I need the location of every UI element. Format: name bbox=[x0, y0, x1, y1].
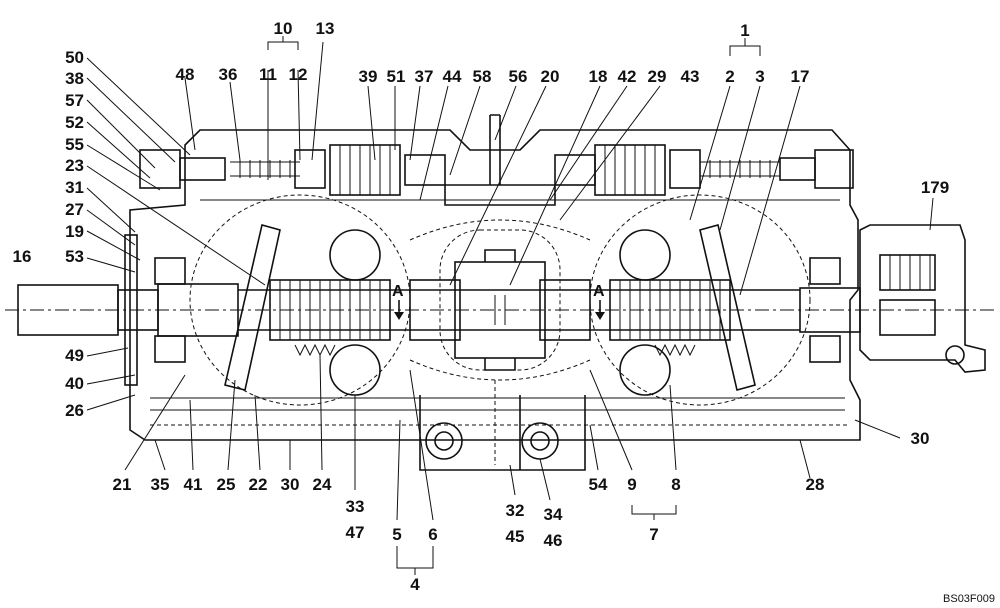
callout-50: 50 bbox=[65, 48, 84, 67]
leader-lines bbox=[86, 36, 934, 575]
port-right bbox=[521, 422, 559, 460]
callout-21: 21 bbox=[113, 475, 132, 494]
callout-44: 44 bbox=[443, 67, 462, 86]
callout-32: 32 bbox=[506, 501, 525, 520]
regulator-bolts bbox=[139, 144, 854, 196]
figure-reference: BS03F009 bbox=[943, 593, 995, 605]
callout-30-right: 30 bbox=[911, 429, 930, 448]
callout-45: 45 bbox=[506, 527, 525, 546]
callout-43: 43 bbox=[681, 67, 700, 86]
bearing-right-bottom bbox=[809, 335, 841, 363]
callout-38: 38 bbox=[65, 69, 84, 88]
callout-19: 19 bbox=[65, 222, 84, 241]
callout-6: 6 bbox=[428, 525, 437, 544]
callout-48: 48 bbox=[176, 65, 195, 84]
callout-27: 27 bbox=[65, 200, 84, 219]
callout-54: 54 bbox=[589, 475, 608, 494]
callout-179: 179 bbox=[921, 178, 949, 197]
section-mark-a-right: A bbox=[593, 283, 605, 320]
section-a-label-right: A bbox=[593, 283, 605, 300]
callout-42: 42 bbox=[618, 67, 637, 86]
callout-4: 4 bbox=[410, 575, 420, 594]
callout-53: 53 bbox=[65, 247, 84, 266]
callout-22: 22 bbox=[249, 475, 268, 494]
callout-1: 1 bbox=[740, 21, 749, 40]
callout-11: 11 bbox=[259, 65, 277, 84]
port-left bbox=[425, 422, 463, 460]
callout-30-bottom: 30 bbox=[281, 475, 300, 494]
callout-17: 17 bbox=[791, 67, 810, 86]
callout-28: 28 bbox=[806, 475, 825, 494]
callout-12: 12 bbox=[289, 65, 308, 84]
callout-5: 5 bbox=[392, 525, 401, 544]
callout-35: 35 bbox=[151, 475, 170, 494]
callout-24: 24 bbox=[313, 475, 332, 494]
callout-33: 33 bbox=[346, 497, 365, 516]
callout-8: 8 bbox=[671, 475, 680, 494]
callout-25: 25 bbox=[217, 475, 236, 494]
bottom-port-block bbox=[419, 440, 586, 471]
callout-56: 56 bbox=[509, 67, 528, 86]
section-a-label-left: A bbox=[392, 283, 404, 300]
callout-26: 26 bbox=[65, 401, 84, 420]
callout-labels: 10 13 1 50 38 57 52 55 23 31 27 19 16 53… bbox=[13, 19, 950, 594]
callout-34: 34 bbox=[544, 505, 563, 524]
callout-49: 49 bbox=[65, 346, 84, 365]
callout-20: 20 bbox=[541, 67, 560, 86]
callout-36: 36 bbox=[219, 65, 238, 84]
callout-52: 52 bbox=[65, 113, 84, 132]
bearing-left-top bbox=[154, 257, 186, 285]
callout-2: 2 bbox=[725, 67, 734, 86]
callout-57: 57 bbox=[65, 91, 84, 110]
callout-51: 51 bbox=[387, 67, 406, 86]
callout-3: 3 bbox=[755, 67, 764, 86]
bearing-left-bottom bbox=[154, 335, 186, 363]
callout-10: 10 bbox=[274, 19, 293, 38]
callout-41: 41 bbox=[184, 475, 203, 494]
callout-9: 9 bbox=[627, 475, 636, 494]
callout-18: 18 bbox=[589, 67, 608, 86]
callout-46: 46 bbox=[544, 531, 563, 550]
callout-55: 55 bbox=[65, 135, 84, 154]
callout-16: 16 bbox=[13, 247, 32, 266]
bearing-right-top bbox=[809, 257, 841, 285]
callout-23: 23 bbox=[65, 156, 84, 175]
callout-40: 40 bbox=[65, 374, 84, 393]
swash-plate-left bbox=[224, 224, 281, 391]
gear-pump bbox=[859, 224, 986, 373]
callout-29: 29 bbox=[648, 67, 667, 86]
top-valve-block bbox=[444, 184, 556, 206]
pump-housing bbox=[129, 129, 861, 441]
spring-left bbox=[294, 343, 336, 357]
callout-7: 7 bbox=[649, 525, 658, 544]
callout-37: 37 bbox=[415, 67, 434, 86]
callout-31: 31 bbox=[65, 178, 84, 197]
pump-drawing: A A bbox=[5, 114, 998, 471]
callout-39: 39 bbox=[359, 67, 378, 86]
callout-58: 58 bbox=[473, 67, 492, 86]
callout-47: 47 bbox=[346, 523, 365, 542]
callout-13: 13 bbox=[316, 19, 335, 38]
section-mark-a-left: A bbox=[392, 283, 404, 320]
swash-plate-right bbox=[699, 224, 756, 391]
